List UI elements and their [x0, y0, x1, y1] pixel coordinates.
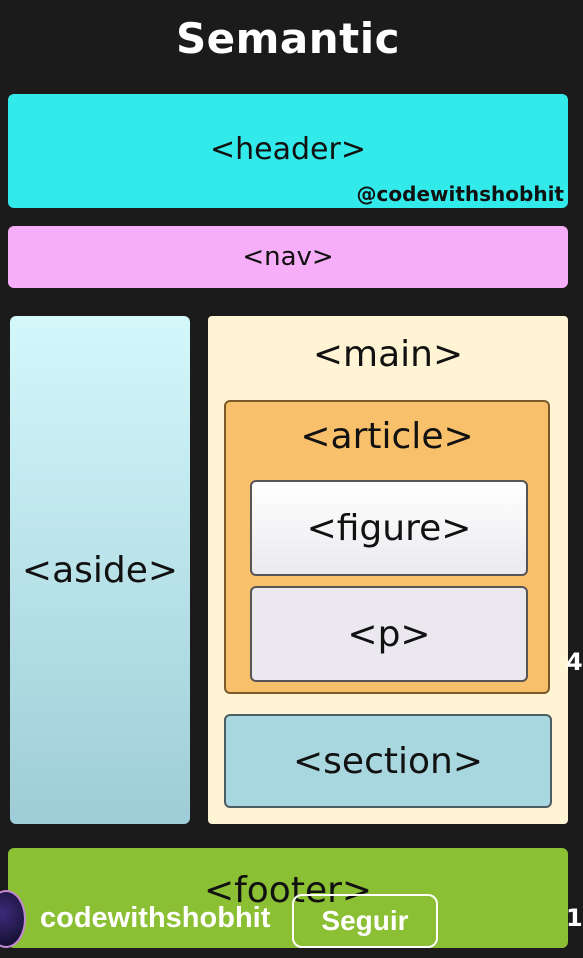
- main-block: <main> <article> <figure> <p> <section>: [208, 316, 568, 824]
- nav-label: <nav>: [242, 242, 334, 272]
- figure-block: <figure>: [250, 480, 528, 576]
- article-block: <article> <figure> <p>: [224, 400, 550, 694]
- footer-label: <footer>: [203, 870, 373, 911]
- header-label: <header>: [210, 132, 366, 167]
- paragraph-label: <p>: [347, 613, 431, 655]
- footer-block: <footer>: [8, 848, 568, 948]
- watermark-handle: @codewithshobhit: [356, 182, 564, 206]
- creator-overlay: codewithshobhit Seguir: [0, 886, 576, 958]
- main-label: <main>: [312, 334, 464, 375]
- creator-username[interactable]: codewithshobhit: [40, 902, 271, 934]
- section-block: <section>: [224, 714, 552, 808]
- section-label: <section>: [293, 740, 483, 782]
- avatar[interactable]: [0, 890, 26, 948]
- paragraph-block: <p>: [250, 586, 528, 682]
- edge-count-bottom: 1: [566, 904, 583, 932]
- follow-button[interactable]: Seguir: [292, 894, 438, 948]
- edge-count-top: 4: [566, 648, 583, 676]
- figure-label: <figure>: [306, 507, 472, 549]
- article-label: <article>: [300, 416, 474, 457]
- nav-block: <nav>: [8, 226, 568, 288]
- aside-label: <aside>: [21, 549, 179, 591]
- page-title: Semantic: [175, 14, 401, 63]
- header-block: <header> @codewithshobhit: [8, 94, 568, 208]
- aside-block: <aside>: [10, 316, 190, 824]
